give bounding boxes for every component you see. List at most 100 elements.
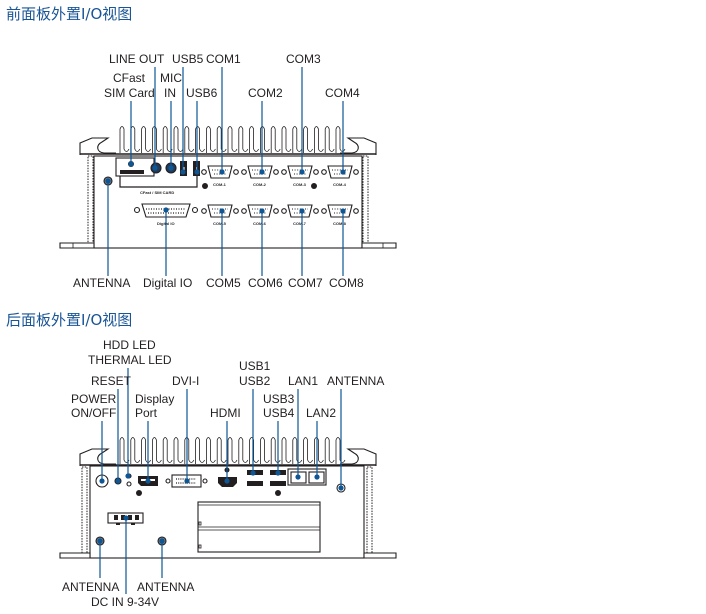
- com-port-6[interactable]: COM-6: [241, 204, 279, 226]
- com-silkscreen: COM-3: [293, 182, 307, 187]
- com-silkscreen: COM-1: [213, 182, 227, 187]
- front-panel-title: 前面板外置I/O视图: [6, 5, 133, 23]
- callout-dot: [97, 538, 103, 544]
- com-port-7[interactable]: COM-7: [281, 204, 319, 226]
- com-port-8[interactable]: COM-8: [321, 204, 359, 226]
- callout-dot: [275, 470, 281, 476]
- label-lan2: LAN2: [306, 406, 336, 420]
- callout-dot: [250, 470, 256, 476]
- callout-dot: [123, 515, 129, 521]
- label-dp-2: Port: [135, 406, 158, 420]
- hdd-led: [126, 473, 132, 479]
- callout-dot: [259, 208, 265, 214]
- callout-dot: [299, 208, 305, 214]
- screw-icon: [275, 490, 281, 496]
- label-lan1: LAN1: [288, 374, 318, 388]
- label-dvi: DVI-I: [172, 374, 199, 388]
- label-mic-2: IN: [164, 86, 176, 100]
- callout-dot: [125, 473, 131, 479]
- label-com2: COM2: [248, 86, 283, 100]
- callout-dot: [159, 538, 165, 544]
- left-foot: [59, 242, 95, 249]
- cfast-card-slot: [119, 176, 198, 188]
- com-port-5[interactable]: COM-5: [201, 204, 239, 226]
- com-port-4[interactable]: COM-4: [321, 165, 359, 187]
- com-port-1[interactable]: COM-1: [201, 165, 239, 187]
- right-wing: [340, 448, 377, 466]
- right-vent: [362, 155, 369, 245]
- label-hdmi: HDMI: [210, 406, 241, 420]
- label-dp-1: Display: [135, 392, 174, 406]
- callout-dot: [128, 161, 134, 167]
- rear-panel-title: 后面板外置I/O视图: [6, 311, 133, 329]
- power-icon: [100, 479, 104, 483]
- heatsink-fins: [119, 437, 346, 464]
- dvi-port[interactable]: [165, 474, 208, 488]
- label-usb3: USB3: [263, 392, 295, 406]
- callout-dot: [259, 169, 265, 175]
- label-antenna-left: ANTENNA: [62, 580, 119, 594]
- screw-icon: [202, 183, 208, 189]
- label-usb2: USB2: [239, 374, 271, 388]
- label-com6: COM6: [248, 276, 283, 290]
- callout-dot: [295, 474, 301, 480]
- lan1-port[interactable]: [290, 471, 307, 484]
- label-line-out: LINE OUT: [109, 52, 165, 66]
- com-port-2[interactable]: COM-2: [241, 165, 279, 187]
- dp-slot: [141, 479, 155, 481]
- label-antenna-right: ANTENNA: [137, 580, 194, 594]
- com-silkscreen: COM-8: [333, 221, 347, 226]
- chassis-body: [89, 465, 365, 559]
- com-silkscreen: COM-4: [333, 182, 347, 187]
- callout-dot: [184, 478, 190, 484]
- label-usb4: USB4: [263, 406, 295, 420]
- callout-dot: [314, 474, 320, 480]
- com-silkscreen: COM-5: [213, 221, 227, 226]
- thermal-led: [126, 481, 132, 487]
- label-com1: COM1: [206, 52, 241, 66]
- fin-profile: [119, 126, 346, 153]
- cfast-silkscreen: CFast / SIM CARD: [140, 190, 174, 195]
- right-foot: [363, 552, 397, 559]
- callout-dot: [115, 478, 121, 484]
- com-silkscreen: COM-2: [253, 182, 267, 187]
- label-cfast-2: SIM Card: [104, 86, 155, 100]
- label-thermal-led: THERMAL LED: [88, 353, 172, 367]
- callout-dot: [105, 178, 111, 184]
- callout-dot: [180, 169, 186, 175]
- callout-dot: [340, 169, 346, 175]
- callout-dot: [99, 478, 105, 484]
- dc-in-connector[interactable]: [107, 512, 144, 525]
- left-vent: [81, 466, 88, 556]
- right-wing: [340, 137, 377, 155]
- callout-dot: [219, 208, 225, 214]
- label-com5: COM5: [206, 276, 241, 290]
- usb1-usb2-ports[interactable]: [247, 470, 263, 486]
- sim-slot: [120, 170, 144, 174]
- callout-dot: [338, 485, 344, 491]
- heatsink-fins: [119, 126, 346, 153]
- label-com3: COM3: [286, 52, 321, 66]
- antenna-bottom-left[interactable]: [95, 536, 105, 546]
- usb3-usb4-ports[interactable]: [270, 470, 286, 486]
- callout-dot: [163, 207, 169, 213]
- label-antenna-top: ANTENNA: [327, 374, 384, 388]
- reset-button[interactable]: [114, 477, 122, 485]
- left-foot: [59, 552, 91, 559]
- lan2-port[interactable]: [308, 471, 325, 484]
- hdmi-port[interactable]: [218, 477, 237, 487]
- displayport-port[interactable]: [138, 476, 158, 486]
- label-com7: COM7: [288, 276, 323, 290]
- lan-frame: [287, 468, 327, 486]
- callout-dot: [194, 169, 200, 175]
- antenna-bottom-right[interactable]: [157, 536, 167, 546]
- power-button[interactable]: [95, 474, 109, 488]
- label-cfast-1: CFast: [113, 71, 146, 85]
- callout-dot: [152, 165, 158, 171]
- right-foot: [361, 242, 397, 249]
- callout-dot: [340, 208, 346, 214]
- label-usb6: USB6: [186, 86, 218, 100]
- antenna-rear-connector[interactable]: [336, 483, 346, 493]
- label-com8: COM8: [329, 276, 364, 290]
- label-power-2: ON/OFF: [71, 406, 116, 420]
